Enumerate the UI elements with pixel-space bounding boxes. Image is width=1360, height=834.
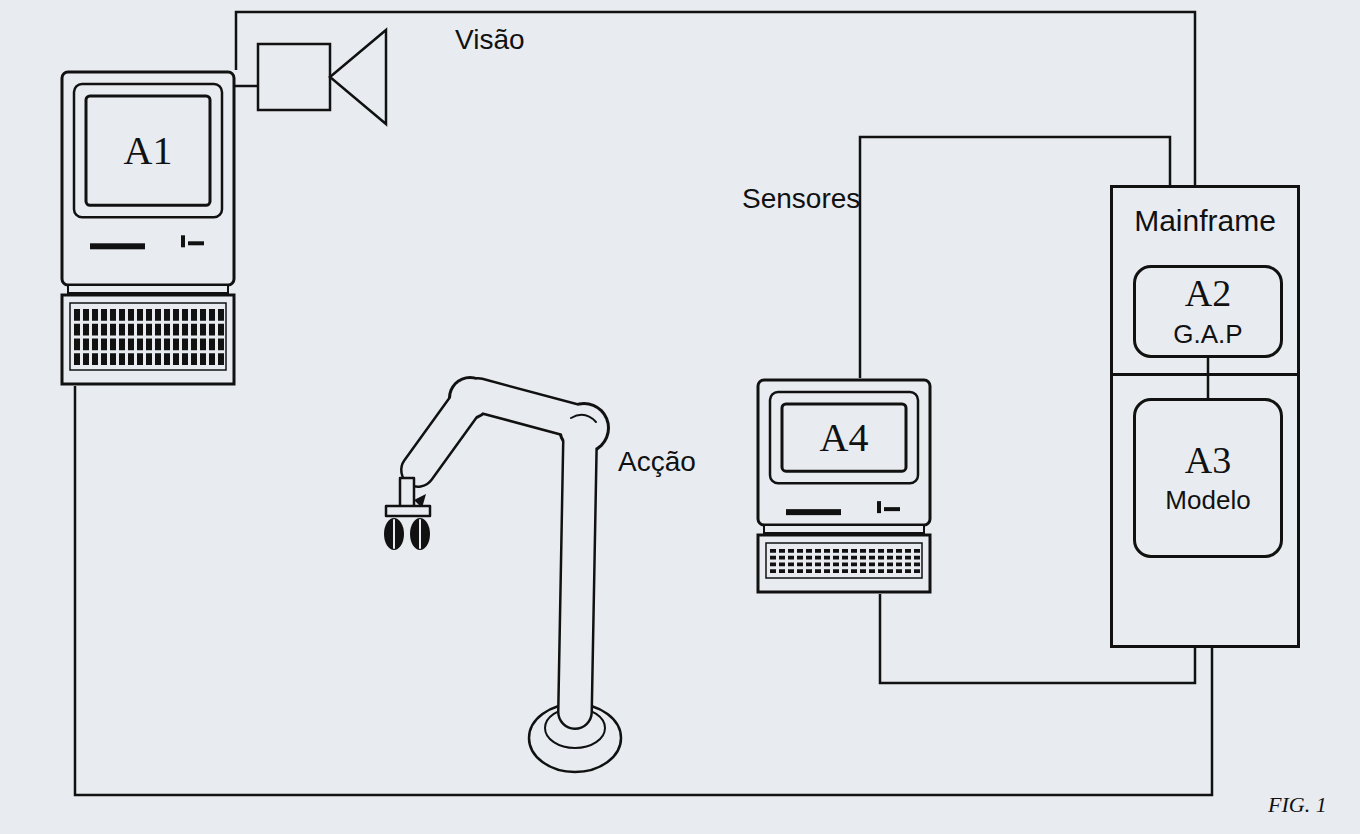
computer-a1: A1 xyxy=(60,70,236,386)
node-title: A4 xyxy=(782,404,906,471)
node-body: G.A.P xyxy=(1173,319,1242,350)
node-title: A3 xyxy=(1185,440,1231,482)
computer-drawing xyxy=(756,378,932,594)
mainframe-divider xyxy=(1113,373,1297,376)
node-body: Modelo xyxy=(1165,485,1250,516)
camera-body xyxy=(258,44,330,110)
figure-caption: FIG. 1 xyxy=(1268,792,1327,818)
gap-box: A2G.A.P xyxy=(1133,265,1283,358)
sensors-label: Sensores xyxy=(742,183,860,215)
camera-wire xyxy=(235,85,258,88)
node-title: A2 xyxy=(1185,273,1231,315)
vision-label: Visão xyxy=(455,24,525,56)
model-box: A3Modelo xyxy=(1133,398,1283,558)
connector-line xyxy=(1207,358,1210,398)
computer-drawing xyxy=(60,70,236,386)
node-title: A1 xyxy=(86,96,210,205)
connector-line xyxy=(236,12,1195,185)
camera-lens xyxy=(330,30,386,124)
connector-line xyxy=(75,386,1212,795)
robot-arm xyxy=(384,376,621,772)
connector-line xyxy=(860,137,1170,378)
node-title: Mainframe xyxy=(1113,204,1297,238)
computer-a4: A4 xyxy=(756,378,932,594)
action-label: Acção xyxy=(618,446,696,478)
mainframe-box: MainframeA2G.A.P A3Modelo xyxy=(1110,185,1300,648)
connector-line xyxy=(880,594,1195,683)
